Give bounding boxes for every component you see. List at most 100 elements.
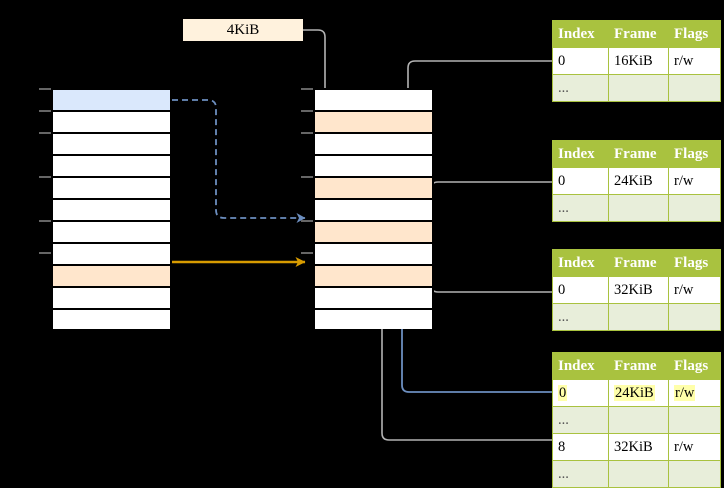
cell-frame	[608, 460, 669, 488]
physical-memory-cell[interactable]	[315, 222, 432, 244]
column-header-frame: Frame	[608, 140, 669, 168]
page-table-level-4: Index Frame Flags 0 24KiB r/w ... 8 32Ki…	[552, 352, 721, 488]
virtual-column-tick	[39, 132, 51, 134]
cell-index: ...	[552, 194, 609, 222]
virtual-memory-cell[interactable]	[53, 156, 170, 178]
table-row[interactable]: ...	[552, 303, 721, 331]
cell-flags: r/w	[668, 47, 721, 75]
table-row[interactable]: ...	[552, 194, 721, 222]
cell-frame	[608, 406, 669, 434]
column-header-index: Index	[552, 20, 609, 48]
cell-index: 8	[552, 433, 609, 461]
virtual-memory-cell[interactable]	[53, 178, 170, 200]
cell-frame: 24KiB	[608, 379, 669, 407]
physical-column-tick	[301, 88, 313, 90]
cell-flags	[668, 406, 721, 434]
column-header-flags: Flags	[668, 20, 721, 48]
cell-flags: r/w	[668, 433, 721, 461]
virtual-column-tick	[39, 176, 51, 178]
physical-memory-cell[interactable]	[315, 156, 432, 178]
table-row[interactable]: 8 32KiB r/w	[552, 433, 721, 461]
virtual-column-tick	[39, 220, 51, 222]
physical-column-tick	[301, 252, 313, 254]
cell-flags: r/w	[668, 276, 721, 304]
cell-flags	[668, 303, 721, 331]
column-header-frame: Frame	[608, 249, 669, 277]
virtual-memory-cell[interactable]	[53, 244, 170, 266]
table-row[interactable]: 0 32KiB r/w	[552, 276, 721, 304]
cell-flags	[668, 194, 721, 222]
physical-memory-column	[313, 88, 434, 329]
virtual-memory-cell[interactable]	[53, 90, 170, 112]
virtual-memory-cell[interactable]	[53, 134, 170, 156]
virtual-memory-cell[interactable]	[53, 266, 170, 288]
cell-flags: r/w	[668, 167, 721, 195]
table-row-highlighted[interactable]: 0 24KiB r/w	[552, 379, 721, 407]
physical-memory-cell[interactable]	[315, 112, 432, 134]
cell-index: 0	[552, 47, 609, 75]
cell-frame: 16KiB	[608, 47, 669, 75]
column-header-flags: Flags	[668, 249, 721, 277]
cell-index: 0	[552, 379, 609, 407]
physical-memory-cell[interactable]	[315, 134, 432, 156]
table-row[interactable]: ...	[552, 406, 721, 434]
cell-frame	[608, 303, 669, 331]
cell-index: 0	[552, 276, 609, 304]
page-table-level-3: Index Frame Flags 0 32KiB r/w ...	[552, 249, 721, 331]
cell-frame	[608, 194, 669, 222]
virtual-memory-cell[interactable]	[53, 222, 170, 244]
table-row[interactable]: 0 16KiB r/w	[552, 47, 721, 75]
physical-column-tick	[301, 132, 313, 134]
cell-index: ...	[552, 406, 609, 434]
column-header-frame: Frame	[608, 352, 669, 380]
virtual-memory-cell[interactable]	[53, 288, 170, 310]
physical-memory-cell[interactable]	[315, 244, 432, 266]
cell-index: 0	[552, 167, 609, 195]
column-header-index: Index	[552, 352, 609, 380]
column-header-index: Index	[552, 249, 609, 277]
table-header-row: Index Frame Flags	[552, 249, 721, 277]
table-row[interactable]: 0 24KiB r/w	[552, 167, 721, 195]
cell-flags	[668, 460, 721, 488]
blue-dashed-virtual-to-physical-connector	[172, 99, 306, 223]
cell-index-text: 0	[558, 385, 568, 401]
page-table-level-2: Index Frame Flags 0 24KiB r/w ...	[552, 140, 721, 222]
cell-index: ...	[552, 303, 609, 331]
page-table-level-1: Index Frame Flags 0 16KiB r/w ...	[552, 20, 721, 102]
physical-column-tick	[301, 176, 313, 178]
physical-memory-cell[interactable]	[315, 178, 432, 200]
table-row[interactable]: ...	[552, 460, 721, 488]
physical-memory-cell[interactable]	[315, 310, 432, 329]
cell-flags: r/w	[668, 379, 721, 407]
cell-frame: 32KiB	[608, 433, 669, 461]
physical-column-tick	[301, 220, 313, 222]
page-size-label: 4KiB	[183, 19, 303, 41]
virtual-memory-cell[interactable]	[53, 310, 170, 329]
column-header-index: Index	[552, 140, 609, 168]
virtual-memory-cell[interactable]	[53, 200, 170, 222]
cell-flags-text: r/w	[674, 385, 696, 401]
gray-table2-to-physical-connector	[417, 181, 552, 221]
physical-memory-cell[interactable]	[315, 90, 432, 112]
column-header-flags: Flags	[668, 140, 721, 168]
cell-frame	[608, 74, 669, 102]
cell-frame-text: 24KiB	[614, 385, 655, 401]
cell-frame: 24KiB	[608, 167, 669, 195]
physical-column-tick	[301, 110, 313, 112]
cell-frame: 32KiB	[608, 276, 669, 304]
table-header-row: Index Frame Flags	[552, 352, 721, 380]
cell-index: ...	[552, 74, 609, 102]
physical-memory-cell[interactable]	[315, 288, 432, 310]
virtual-column-tick	[39, 252, 51, 254]
physical-memory-cell[interactable]	[315, 200, 432, 222]
virtual-memory-column	[51, 88, 172, 329]
virtual-memory-cell[interactable]	[53, 112, 170, 134]
column-header-flags: Flags	[668, 352, 721, 380]
gray-table3-to-physical-connector	[417, 254, 552, 293]
table-row[interactable]: ...	[552, 74, 721, 102]
physical-memory-cell[interactable]	[315, 266, 432, 288]
virtual-column-tick	[39, 110, 51, 112]
cell-flags	[668, 74, 721, 102]
table-header-row: Index Frame Flags	[552, 140, 721, 168]
